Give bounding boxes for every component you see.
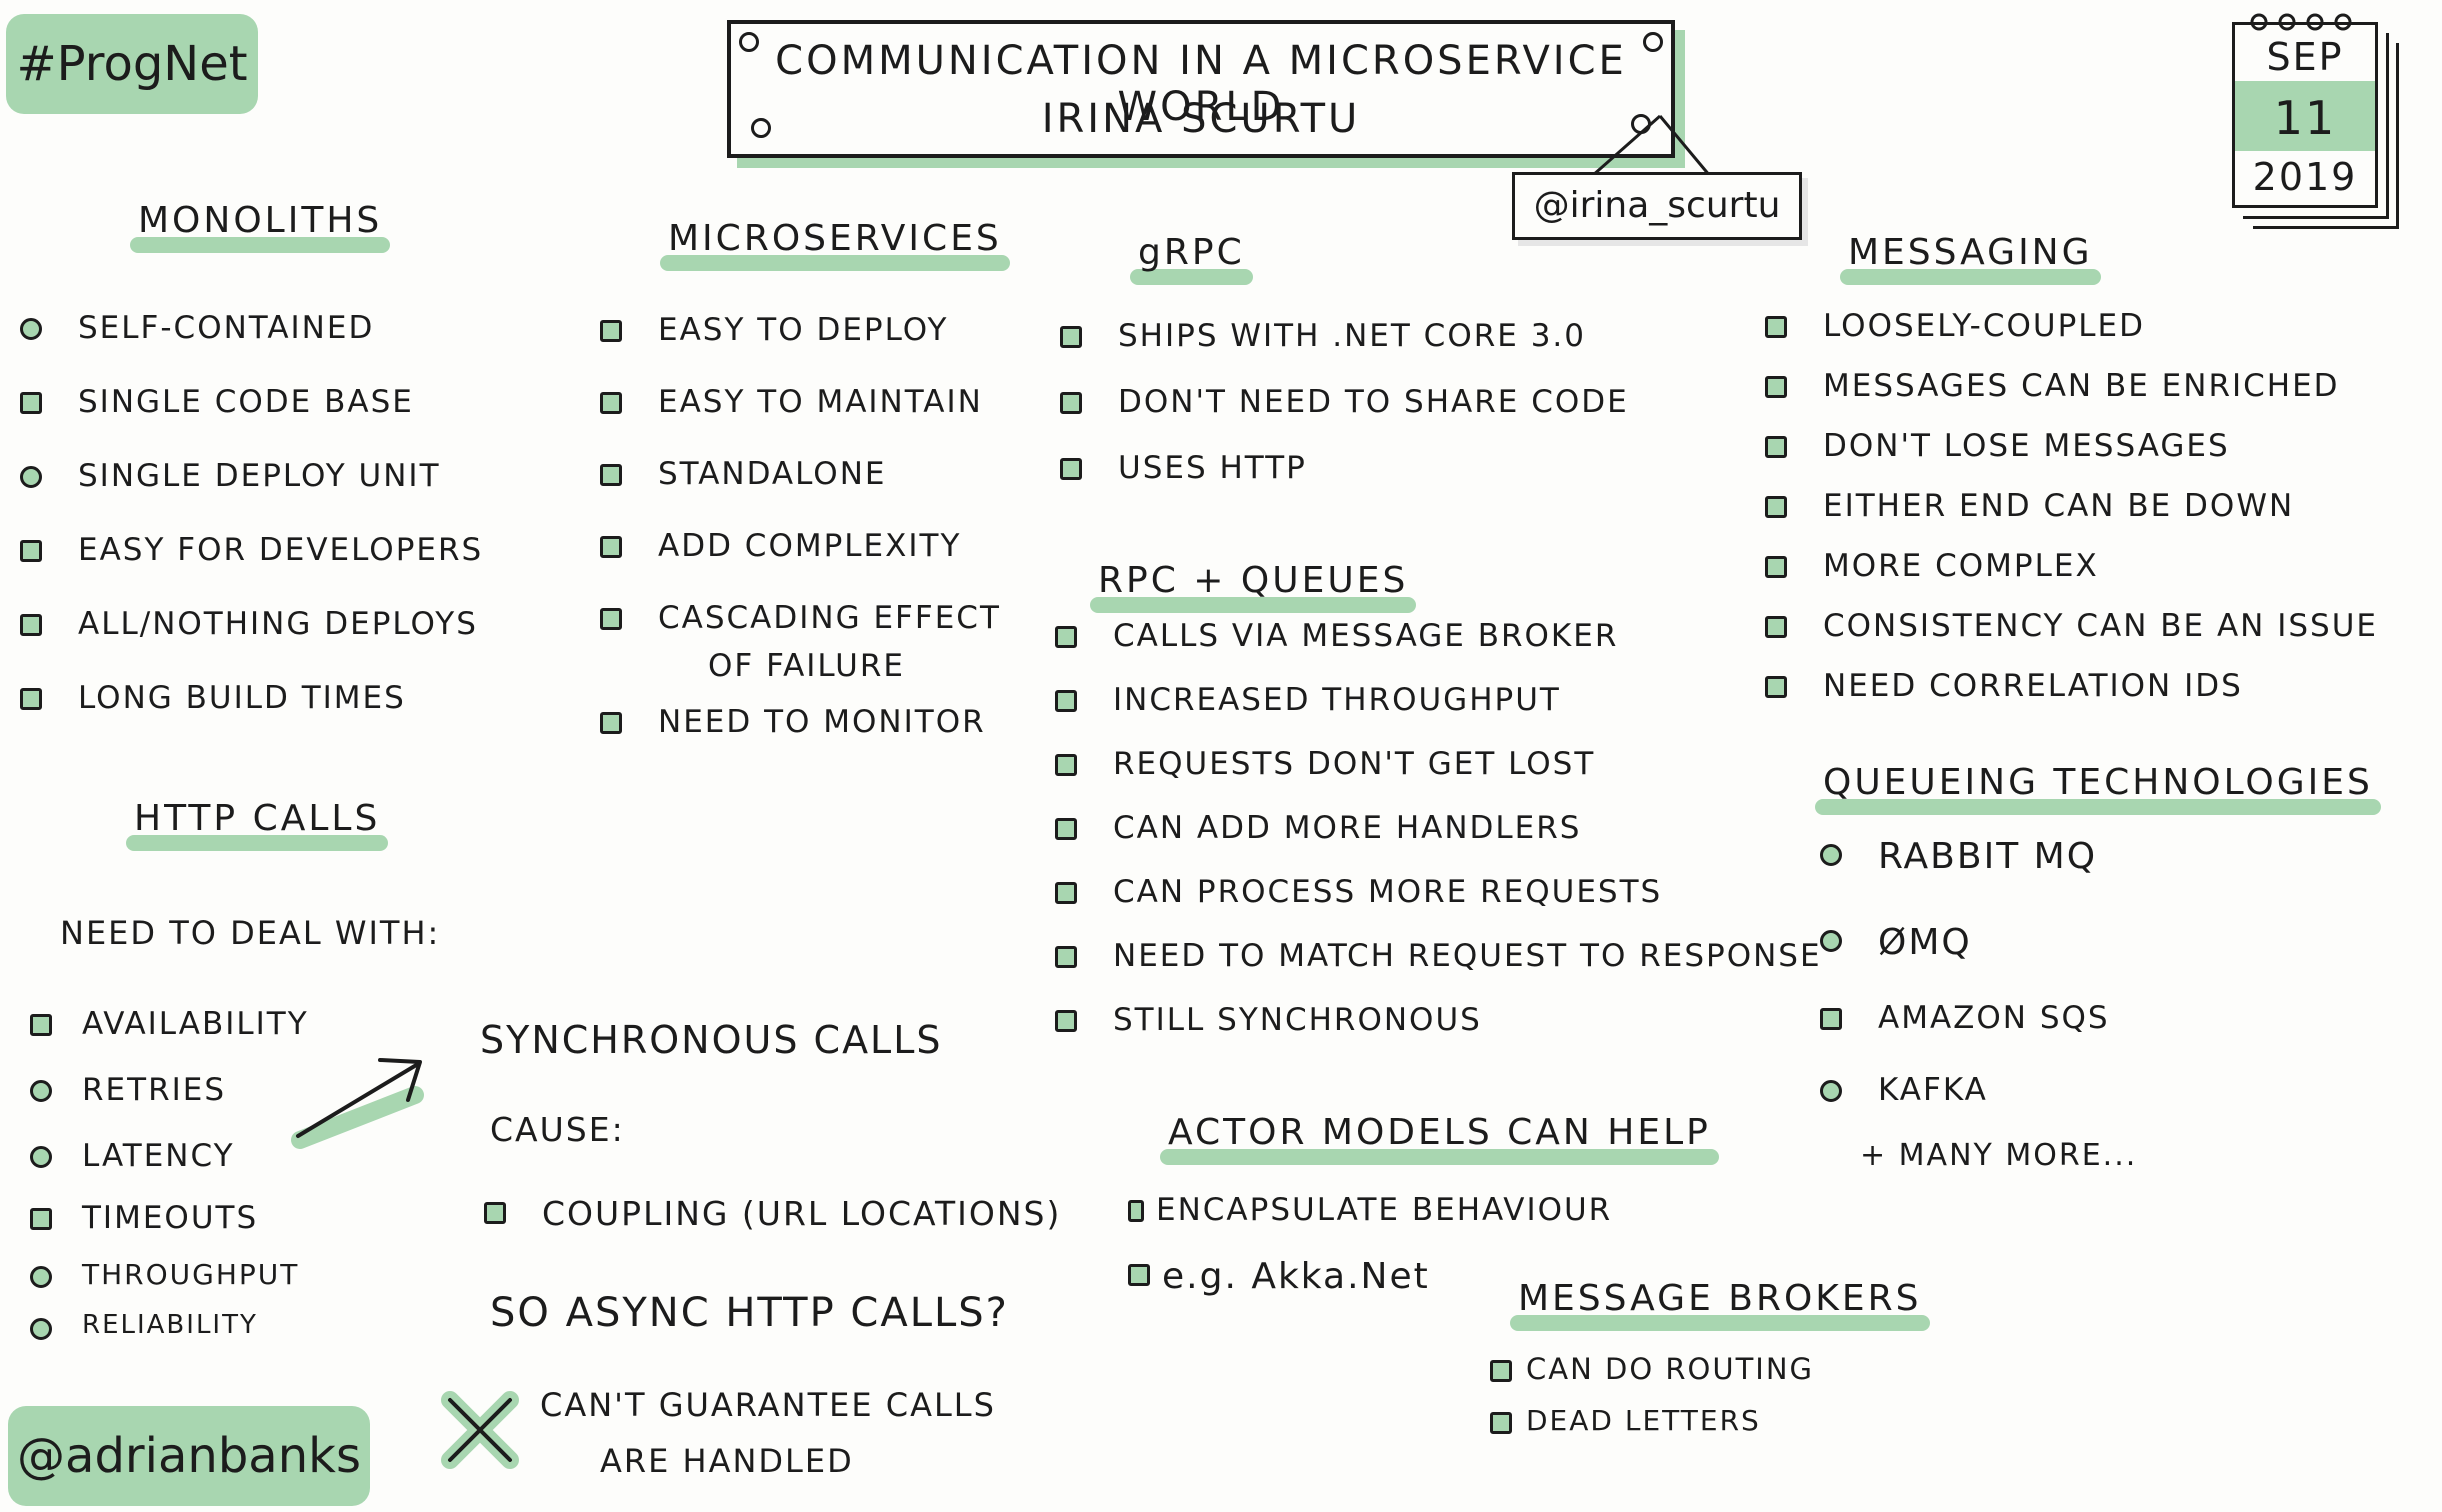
grpc-heading: gRPC [1130,232,1253,285]
list-item: Either end can be down [1765,488,2378,548]
list-item: Latency [30,1138,309,1200]
monoliths-list: Self-contained Single code base Single d… [20,310,483,754]
date-year: 2019 [2252,155,2358,199]
list-item: Reliability [30,1310,309,1362]
microservices-list: Easy to deploy Easy to maintain Standalo… [600,312,1001,760]
queueing-heading: Queueing technologies [1815,762,2381,815]
author-handle: @adrianbanks [8,1406,370,1506]
speaker-handle: @irina_scurtu [1512,172,1802,240]
list-item: Easy to deploy [600,312,1001,384]
pin-icon [1643,32,1663,52]
message-brokers-list: Can do routing Dead letters [1490,1352,1814,1456]
pin-icon [751,118,771,138]
list-item: Messages can be enriched [1765,368,2378,428]
list-item: Add complexity [600,528,1001,600]
list-item: More complex [1765,548,2378,608]
list-item: Coupling (URL locations) [484,1194,1061,1254]
list-item: Kafka [1820,1072,2110,1138]
list-item: Cascading effect [600,600,1001,648]
talk-title-box: Communication in a microservice world Ir… [727,20,1675,158]
list-item: Need to match request to response [1055,938,1822,1002]
list-item: Uses HTTP [1060,450,1629,516]
date-day: 11 [2273,91,2337,145]
list-item: Timeouts [30,1200,309,1258]
list-item: All/nothing deploys [20,606,483,680]
sync-calls-list: Coupling (URL locations) [484,1194,1061,1254]
list-item: ØMQ [1820,922,2110,1000]
list-item: Long build times [20,680,483,754]
date-calendar: SEP 11 2019 [2232,13,2378,208]
cross-icon [441,1391,519,1469]
rpc-queues-heading: RPC + Queues [1090,560,1417,613]
list-item: Throughput [30,1258,309,1310]
list-item: Self-contained [20,310,483,384]
list-item: Loosely-coupled [1765,308,2378,368]
list-item: Consistency can be an issue [1765,608,2378,668]
list-item: Single deploy unit [20,458,483,532]
list-item: Increased throughput [1055,682,1822,746]
list-item: Standalone [600,456,1001,528]
cant-guarantee-line1: Can't guarantee calls [540,1386,996,1424]
sync-calls-cause: cause: [490,1110,625,1149]
list-item: Single code base [20,384,483,458]
list-item: Need correlation IDs [1765,668,2378,728]
list-item: Calls via message broker [1055,618,1822,682]
actor-models-heading: Actor models can help [1160,1112,1719,1165]
list-item: Can do routing [1490,1352,1814,1404]
list-item: Amazon SQS [1820,1000,2110,1072]
microservices-heading: Microservices [660,218,1010,271]
message-brokers-heading: Message brokers [1510,1278,1930,1331]
messaging-heading: Messaging [1840,232,2101,285]
list-item: of failure [708,648,905,684]
http-calls-intro: Need to deal with: [60,914,441,952]
cant-guarantee-line2: are handled [600,1442,854,1480]
rpc-queues-list: Calls via message broker Increased throu… [1055,618,1822,1066]
arrow-icon [291,1058,424,1149]
hanging-string-icon [1591,114,1712,178]
list-item: Retries [30,1072,309,1138]
list-item: Still synchronous [1055,1002,1822,1066]
queueing-list: Rabbit MQ ØMQ Amazon SQS Kafka [1820,836,2110,1138]
list-item: Can add more handlers [1055,810,1822,874]
async-question: So async HTTP calls? [490,1290,1009,1336]
list-item: Need to monitor [600,704,1001,760]
list-item: Don't lose messages [1765,428,2378,488]
sync-calls-title: Synchronous calls [480,1018,943,1062]
event-hashtag: #ProgNet [6,14,258,114]
list-item: Encapsulate behaviour [1128,1192,1612,1256]
list-item: e.g. Akka.Net [1128,1256,1612,1320]
talk-title: Communication in a microservice world [775,38,1627,130]
date-month: SEP [2266,35,2344,79]
monoliths-heading: Monoliths [130,200,391,253]
list-item: Easy to maintain [600,384,1001,456]
list-item: Easy for developers [20,532,483,606]
list-item: Don't need to share code [1060,384,1629,450]
list-item: Requests don't get lost [1055,746,1822,810]
speaker-name: Irina Scurtu [1041,96,1361,142]
list-item: Dead letters [1490,1404,1814,1456]
http-calls-heading: HTTP calls [126,798,389,851]
messaging-list: Loosely-coupled Messages can be enriched… [1765,308,2378,728]
list-item: Availability [30,1006,309,1072]
queueing-more: + many more... [1860,1138,2138,1173]
pin-icon [739,32,759,52]
http-calls-list: Availability Retries Latency Timeouts Th… [30,1006,309,1362]
calendar-rings-icon [2250,13,2352,31]
list-item: Can process more requests [1055,874,1822,938]
grpc-list: Ships with .NET Core 3.0 Don't need to s… [1060,318,1629,516]
list-item: Rabbit MQ [1820,836,2110,922]
list-item: Ships with .NET Core 3.0 [1060,318,1629,384]
actor-models-list: Encapsulate behaviour e.g. Akka.Net [1128,1192,1612,1320]
